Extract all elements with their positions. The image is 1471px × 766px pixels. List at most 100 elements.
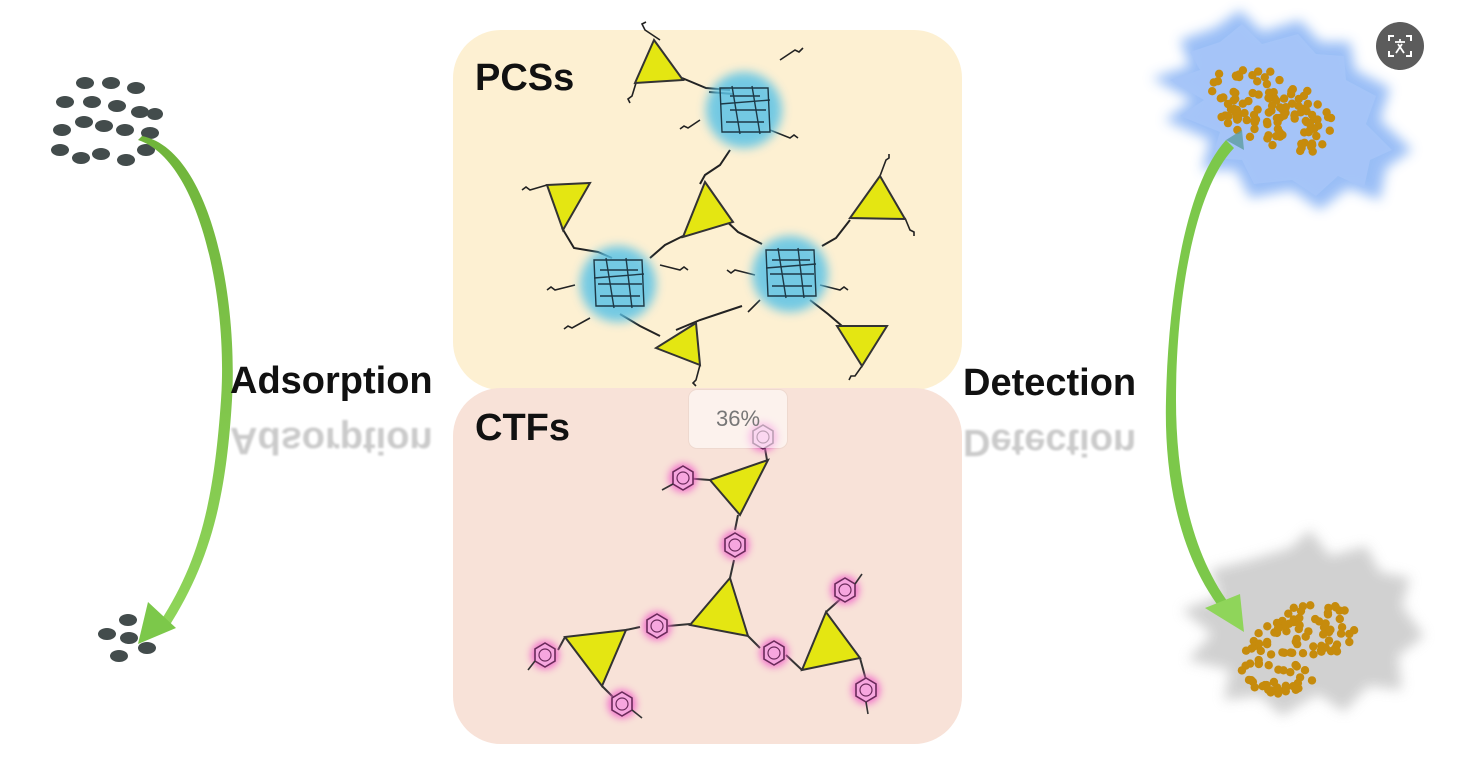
particle [1294, 624, 1304, 634]
particle [1223, 99, 1233, 109]
particle [1318, 140, 1327, 149]
particle [1335, 614, 1345, 624]
particle [1289, 603, 1299, 612]
particle [1345, 637, 1354, 647]
particle [1304, 627, 1313, 636]
particle [1312, 131, 1321, 141]
particle [1340, 606, 1349, 615]
particle [1268, 140, 1277, 150]
particle [1269, 677, 1279, 687]
particle [1256, 646, 1266, 656]
particle [1216, 94, 1226, 103]
detection-arrow [1165, 130, 1244, 632]
particle [1296, 606, 1306, 616]
particle [1254, 639, 1264, 648]
particle [1238, 66, 1248, 75]
pcss-network [521, 21, 915, 387]
particle [1250, 683, 1259, 692]
particle [1324, 636, 1334, 645]
pcss-label: PCSs [475, 57, 575, 99]
translate-icon [1388, 35, 1412, 57]
particle [1322, 108, 1331, 117]
particle [1237, 666, 1247, 675]
particle [1229, 87, 1238, 97]
particle [1286, 668, 1295, 677]
particle [1309, 650, 1318, 659]
particle [1331, 603, 1341, 612]
detection-label-reflection: Detection [963, 421, 1137, 463]
particle [1262, 79, 1272, 89]
particle [1307, 676, 1317, 685]
particle [1336, 629, 1346, 638]
particle [1300, 666, 1310, 675]
particle [1332, 640, 1342, 649]
particle [1302, 107, 1311, 116]
particle [1325, 126, 1335, 135]
particle [1208, 87, 1217, 96]
particle [1281, 103, 1291, 112]
particle [1223, 118, 1233, 128]
adsorption-label-reflection: Adsorption [230, 419, 433, 461]
particle [1254, 629, 1263, 638]
particle [1244, 675, 1254, 685]
particle [1288, 85, 1298, 94]
particle [1323, 608, 1333, 617]
particle [1308, 140, 1317, 150]
particle [1262, 117, 1272, 127]
particle [1264, 131, 1273, 140]
particle [1241, 646, 1251, 655]
silsesquioxane-cage-right [752, 236, 828, 312]
particle [1264, 685, 1273, 694]
particle [1264, 93, 1273, 103]
particle [1263, 622, 1272, 631]
particle [1214, 69, 1224, 79]
particle [1291, 685, 1301, 694]
loading-progress-badge: 36% [689, 390, 787, 448]
detection-label: Detection [963, 362, 1137, 404]
adsorption-arrow [138, 136, 233, 644]
particles-bright [1208, 66, 1336, 156]
particle [1231, 94, 1240, 104]
particle [1291, 660, 1300, 670]
particle [1266, 67, 1275, 76]
loading-progress-text: 36% [715, 406, 761, 431]
particle [1317, 647, 1326, 656]
particle [1295, 613, 1304, 623]
particle [1275, 128, 1285, 137]
particle [1278, 648, 1287, 657]
particle [1288, 648, 1297, 658]
ctfs-label: CTFs [475, 407, 570, 449]
particle [1305, 126, 1315, 135]
particle [1284, 609, 1293, 618]
particle [1326, 625, 1335, 634]
particle [1251, 115, 1261, 124]
particle [1290, 111, 1299, 120]
particle [1305, 119, 1315, 129]
particle [1337, 623, 1347, 632]
particle [1303, 99, 1313, 109]
particle [1229, 104, 1239, 114]
silsesquioxane-cage-left [580, 246, 656, 322]
translate-button[interactable] [1376, 22, 1424, 70]
particle [1279, 666, 1288, 675]
particle [1299, 91, 1309, 101]
particle [1294, 101, 1303, 111]
particle [1279, 94, 1289, 103]
particle [1313, 100, 1322, 109]
particle [1311, 614, 1320, 624]
particle [1253, 67, 1263, 76]
particle [1254, 659, 1264, 668]
particle [1253, 77, 1262, 86]
particle [1250, 124, 1259, 134]
adsorption-label: Adsorption [230, 360, 433, 402]
particle [1267, 101, 1277, 111]
particle [1345, 629, 1354, 639]
particle [1232, 72, 1241, 81]
particle [1319, 630, 1328, 639]
particle [1266, 650, 1276, 659]
particle [1264, 661, 1273, 670]
particle [1298, 649, 1308, 658]
particle [1213, 77, 1223, 86]
particle [1224, 112, 1233, 121]
